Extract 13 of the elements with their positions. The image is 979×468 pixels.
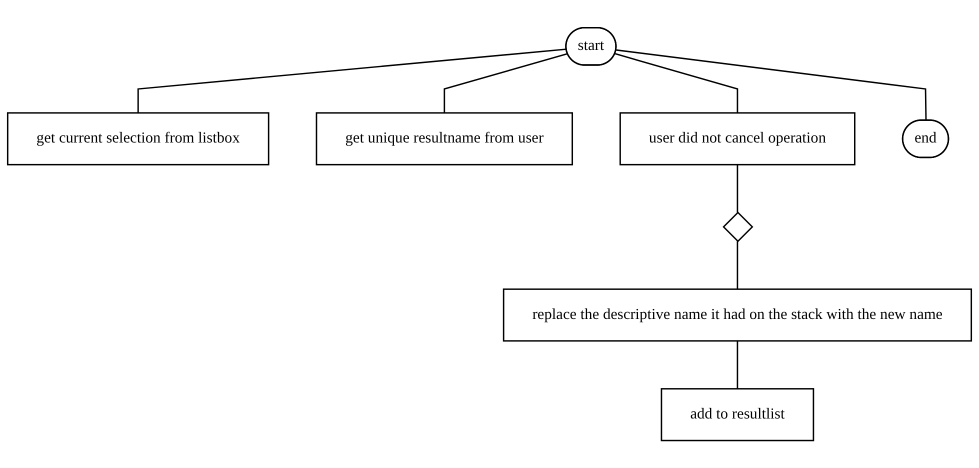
node-box: add to resultlist <box>660 388 814 442</box>
node-box: replace the descriptive name it had on the stack with the new name <box>502 288 972 342</box>
connector <box>616 49 927 120</box>
node-box: get unique resultname from user <box>316 112 574 166</box>
node-box: get current selection from listbox <box>6 112 270 166</box>
connector <box>736 164 738 212</box>
connector <box>736 241 738 290</box>
connector <box>137 48 567 113</box>
connector <box>736 340 738 389</box>
node-box: user did not cancel operation <box>619 112 856 166</box>
connector <box>444 52 568 113</box>
node-diamond <box>722 211 754 242</box>
connector <box>614 52 738 113</box>
